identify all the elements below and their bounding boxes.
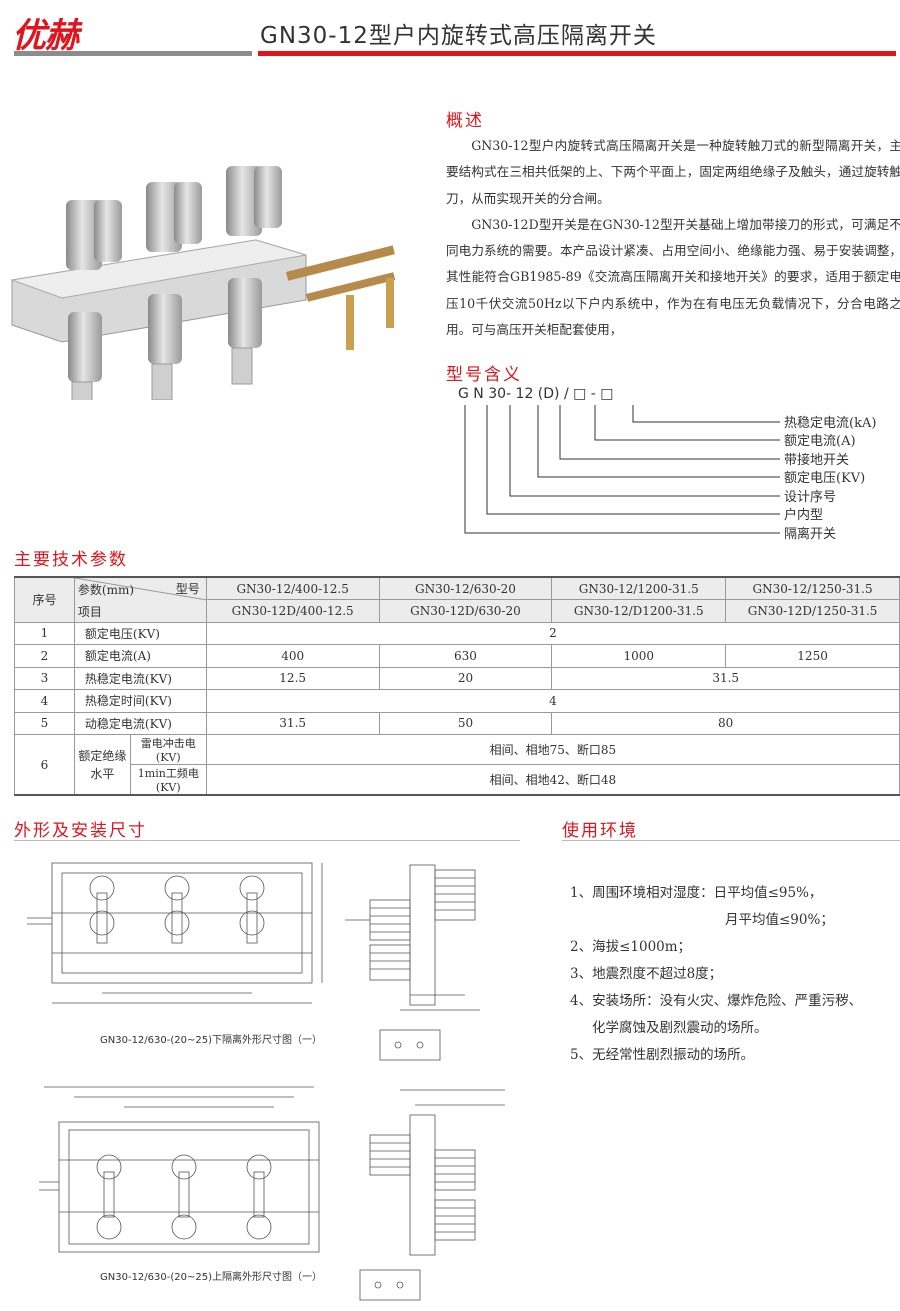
model-top-2: GN30-12/630-20 [378, 576, 553, 600]
row-no: 2 [14, 644, 75, 668]
env-item-3: 3、地震烈度不超过8度； [570, 966, 723, 982]
table-row: 1min工频电(KV) 相间、相地42、断口48 [15, 764, 900, 796]
params-heading: 主要技术参数 [14, 550, 128, 570]
row-value: 400 [205, 644, 380, 668]
row-name: 额定电压(KV) [73, 621, 207, 645]
row-value: 31.5 [205, 711, 380, 735]
dims-caption-1: GN30-12/630-(20~25)下隔离外形尺寸图（一） [100, 1035, 322, 1046]
row-name: 动稳定电流(KV) [73, 711, 207, 735]
env-item-4b: 化学腐蚀及剧烈震动的场所。 [592, 1020, 768, 1036]
row-value: 630 [378, 644, 553, 668]
col-param: 参数(mm) [77, 583, 135, 597]
table-row: 3 热稳定电流(KV) 12.5 20 31.5 [14, 666, 900, 690]
row-name: 额定电流(A) [73, 644, 207, 668]
table-row: 2 额定电流(A) 400 630 1000 1250 [14, 644, 900, 668]
col-item: 项目 [77, 605, 102, 619]
dimension-drawing-lower [27, 862, 323, 1004]
page-title: GN30-12型户内旋转式高压隔离开关 [260, 23, 657, 49]
model-label-3: 带接地开关 [784, 453, 850, 468]
row-value: 相间、相地75、断口85 [205, 734, 900, 765]
table-header-row: 序号 参数(mm) 型号 项目 GN30-12/400-12.5 GN30-12… [14, 576, 900, 623]
model-top-3: GN30-12/1200-31.5 [551, 576, 727, 600]
dims-heading: 外形及安装尺寸 [14, 821, 147, 841]
env-item-5: 5、无经常性剧烈振动的场所。 [570, 1047, 755, 1063]
model-bottom-1: GN30-12D/400-12.5 [205, 599, 380, 623]
table-row: 6 额定绝缘水平 雷电冲击电(KV) 相间、相地75、断口85 [14, 734, 900, 796]
env-heading: 使用环境 [562, 821, 638, 841]
product-photo [10, 166, 396, 400]
model-bottom-3: GN30-12/D1200-31.5 [551, 599, 727, 623]
header-red-bar [258, 51, 896, 56]
insulator-group [66, 166, 282, 400]
dims-caption-2: GN30-12/630-(20~25)上隔离外形尺寸图（一） [100, 1272, 322, 1283]
overview-text: GN30-12型户内旋转式高压隔离开关是一种旋转触刀式的新型隔离开关，主要结构式… [446, 133, 900, 343]
row-name: 额定绝缘水平 [73, 734, 131, 796]
table-row: 5 动稳定电流(KV) 31.5 50 80 [14, 711, 900, 735]
model-bottom-4: GN30-12D/1250-31.5 [725, 599, 900, 623]
env-item-1: 1、周围环境相对湿度：日平均值≤95%， [570, 885, 823, 901]
col-type: 型号 [175, 582, 200, 596]
row-value: 12.5 [205, 666, 380, 690]
row-no: 1 [14, 621, 75, 645]
model-code: G N 30- 12 (D) / □ - □ [458, 386, 614, 402]
col-param-type: 参数(mm) 型号 项目 [73, 576, 207, 623]
row-value: 4 [205, 689, 900, 713]
params-table: 序号 参数(mm) 型号 项目 GN30-12/400-12.5 GN30-12… [14, 576, 900, 796]
overview-paragraph-2: GN30-12D型开关是在GN30-12型开关基础上增加带接刀的形式，可满足不同… [446, 216, 900, 338]
model-top-1: GN30-12/400-12.5 [205, 576, 380, 600]
row-value: 20 [378, 666, 553, 690]
dimension-drawing-side-2 [359, 1089, 505, 1301]
row-name: 热稳定时间(KV) [73, 689, 207, 713]
model-label-5: 设计序号 [784, 490, 837, 505]
table-row: 1 额定电压(KV) 2 [14, 621, 900, 645]
model-label-1: 热稳定电流(kA) [784, 416, 877, 431]
model-heading: 型号含义 [446, 365, 522, 385]
row-no: 4 [14, 689, 75, 713]
model-label-6: 户内型 [784, 508, 824, 523]
row-value: 31.5 [551, 666, 900, 690]
env-item-4: 4、安装场所：没有火灾、爆炸危险、严重污秽、 [570, 993, 863, 1009]
row-no: 5 [14, 711, 75, 735]
model-bottom-2: GN30-12D/630-20 [378, 599, 553, 623]
dimension-drawing-side-1 [345, 864, 480, 1061]
col-index: 序号 [14, 576, 75, 623]
row-no: 6 [14, 734, 75, 796]
dims-divider [14, 840, 520, 841]
row-subname: 1min工频电(KV) [129, 764, 207, 796]
row-value: 50 [378, 711, 553, 735]
header-gray-bar [14, 51, 252, 56]
env-divider [562, 840, 900, 841]
brand-logo: 优赫 [12, 16, 79, 56]
row-no: 3 [14, 666, 75, 690]
model-label-4: 额定电压(KV) [784, 471, 866, 486]
row-value: 2 [205, 621, 900, 645]
row-value: 1000 [551, 644, 727, 668]
model-label-2: 额定电流(A) [784, 434, 856, 449]
model-label-7: 隔离开关 [784, 527, 837, 542]
overview-paragraph-1: GN30-12型户内旋转式高压隔离开关是一种旋转触刀式的新型隔离开关，主要结构式… [446, 138, 900, 206]
table-row: 4 热稳定时间(KV) 4 [14, 689, 900, 713]
env-item-1b: 月平均值≤90%； [725, 912, 834, 928]
env-item-2: 2、海拔≤1000m； [570, 939, 692, 955]
overview-heading: 概述 [446, 111, 484, 131]
model-top-4: GN30-12/1250-31.5 [725, 576, 900, 600]
row-value: 80 [551, 711, 900, 735]
dimension-drawing-upper [39, 1086, 320, 1253]
env-list: 1、周围环境相对湿度：日平均值≤95%， 月平均值≤90%； 2、海拔≤1000… [570, 880, 862, 1069]
table-header-row: GN30-12D/400-12.5 GN30-12D/630-20 GN30-1… [15, 599, 900, 623]
row-subname: 雷电冲击电(KV) [129, 734, 207, 765]
model-legend-lines [464, 405, 780, 534]
row-name: 热稳定电流(KV) [73, 666, 207, 690]
row-value: 1250 [725, 644, 900, 668]
row-value: 相间、相地42、断口48 [205, 764, 900, 796]
